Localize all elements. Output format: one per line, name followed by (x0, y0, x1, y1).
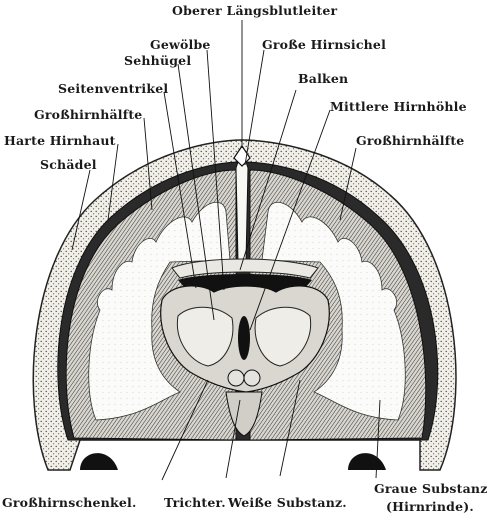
label-balken: Balken (298, 72, 348, 86)
label-schaedel: Schädel (40, 158, 97, 172)
third-ventricle (238, 316, 250, 360)
mammillary-body-left (228, 370, 244, 386)
label-grosshirnhaelfte-right: Großhirnhälfte (356, 134, 464, 148)
label-seitenventrikel: Seitenventrikel (58, 82, 168, 96)
label-weisse-substanz: Weiße Substanz. (228, 496, 347, 510)
mammillary-body-right (244, 370, 260, 386)
label-grosshirnhaelfte-left: Großhirnhälfte (34, 108, 142, 122)
base-right (348, 453, 386, 470)
label-mittlere-hirnhoehle: Mittlere Hirnhöhle (330, 100, 467, 114)
label-oberer-laengsblutleiter: Oberer Längsblutleiter (172, 4, 337, 18)
label-sehhuegel: Sehhügel (124, 54, 191, 68)
label-gewoelbe: Gewölbe (150, 38, 211, 52)
label-trichter: Trichter. (164, 496, 226, 510)
label-grosse-hirnsichel: Große Hirnsichel (262, 38, 386, 52)
base-left (80, 453, 118, 470)
label-hirnrinde: (Hirnrinde). (386, 500, 474, 514)
label-grosshirnschenkel: Großhirnschenkel. (2, 496, 137, 510)
label-harte-hirnhaut: Harte Hirnhaut (4, 134, 116, 148)
label-graue-substanz: Graue Substanz (374, 482, 488, 496)
